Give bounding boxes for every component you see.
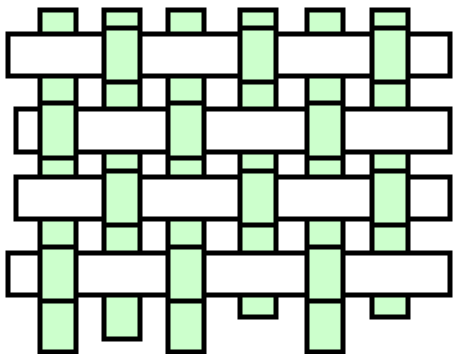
- warp-over-crossing-4-1: [240, 28, 276, 82]
- warp-over-crossing-6-3: [372, 171, 408, 225]
- weft-strip-2: [16, 109, 450, 152]
- warp-over-crossing-5-2: [307, 103, 343, 158]
- warp-over-crossing-5-4: [307, 247, 343, 301]
- warp-over-crossing-4-3: [240, 171, 276, 225]
- warp-over-crossing-3-4: [168, 247, 204, 301]
- warp-over-crossing-2-3: [104, 171, 140, 225]
- warp-over-crossing-6-1: [372, 28, 408, 82]
- warp-over-crossing-1-4: [40, 247, 76, 301]
- warp-over-crossing-2-1: [104, 28, 140, 82]
- warp-over-crossing-3-2: [168, 103, 204, 158]
- warp-over-crossing-1-2: [40, 103, 76, 158]
